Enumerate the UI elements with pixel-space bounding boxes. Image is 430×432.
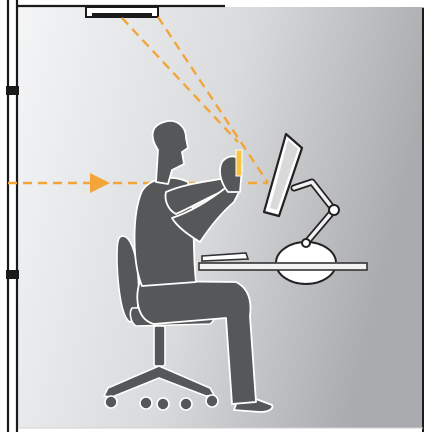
desk-icon: [199, 263, 367, 270]
handheld-device-icon: [236, 150, 242, 176]
wall: [18, 7, 424, 428]
window-icon: [0, 0, 19, 432]
ceiling-light-icon: [86, 7, 158, 17]
